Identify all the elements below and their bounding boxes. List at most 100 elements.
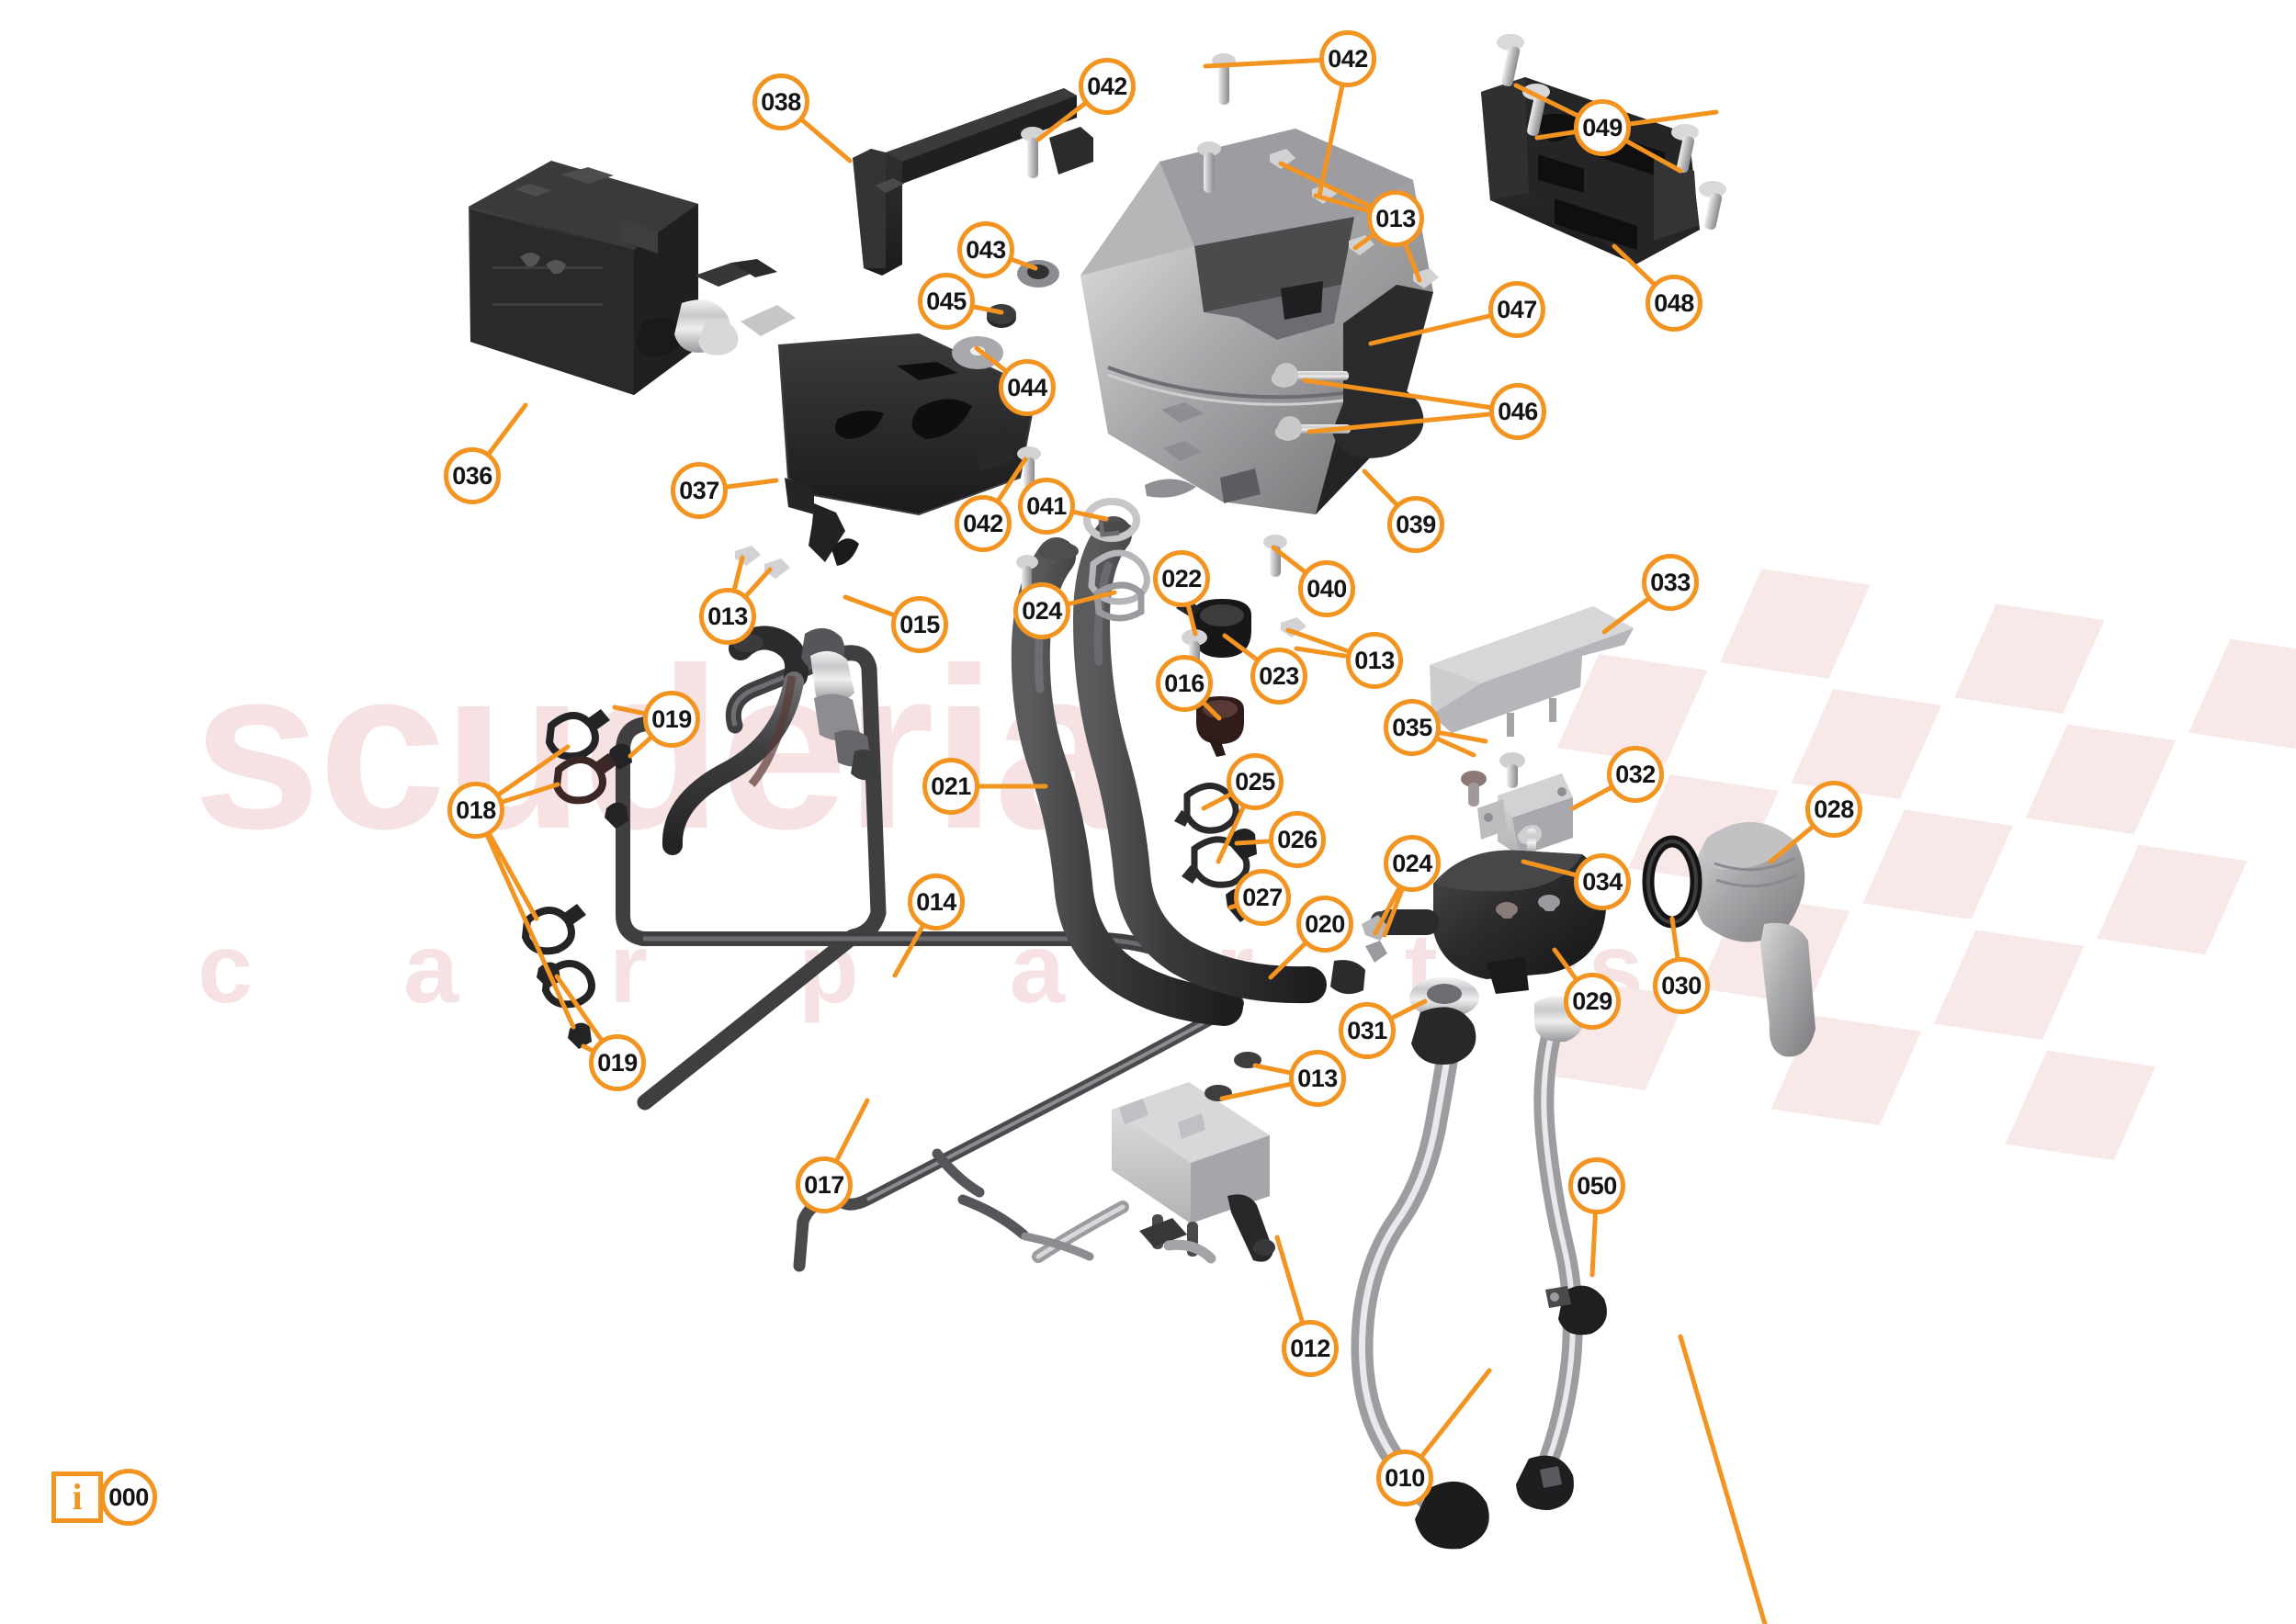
callout-047[interactable]: 047 [1488, 281, 1545, 338]
callout-label: 019 [651, 705, 692, 733]
info-icon: i [72, 1476, 83, 1517]
callout-label: 013 [1375, 204, 1416, 232]
callout-label: 015 [899, 610, 940, 638]
callout-041[interactable]: 041 [1018, 478, 1075, 535]
callout-049[interactable]: 049 [1574, 99, 1631, 156]
part-charcoal-canister [469, 161, 796, 395]
part-pipe-clamp [1545, 1285, 1607, 1336]
callout-label: 044 [1007, 373, 1047, 401]
callout-010[interactable]: 010 [1376, 1449, 1433, 1506]
callout-label: 050 [1577, 1171, 1617, 1200]
callout-024[interactable]: 024 [1013, 582, 1070, 639]
callout-label: 032 [1615, 760, 1656, 788]
callout-label: 022 [1161, 564, 1202, 592]
callout-045[interactable]: 045 [918, 273, 975, 330]
callout-031[interactable]: 031 [1339, 1002, 1396, 1059]
callout-013[interactable]: 013 [1346, 632, 1403, 689]
part-metal-fuel-pipe-left [1351, 1007, 1489, 1550]
callout-036[interactable]: 036 [444, 447, 501, 504]
callout-017[interactable]: 017 [796, 1156, 853, 1213]
callout-label: 025 [1235, 767, 1275, 795]
callout-038[interactable]: 038 [752, 73, 809, 130]
callout-label: 042 [1087, 72, 1127, 100]
info-box[interactable]: i [51, 1472, 103, 1523]
callout-label: 000 [108, 1483, 149, 1511]
callout-label: 017 [804, 1170, 844, 1199]
callout-028[interactable]: 028 [1805, 781, 1862, 838]
callout-032[interactable]: 032 [1607, 746, 1664, 803]
callout-035[interactable]: 035 [1384, 699, 1441, 756]
callout-025[interactable]: 025 [1227, 753, 1284, 810]
callout-020[interactable]: 020 [1296, 896, 1353, 953]
callout-label: 023 [1259, 661, 1299, 690]
callout-016[interactable]: 016 [1156, 655, 1213, 712]
callout-label: 016 [1164, 669, 1205, 697]
callout-label: 024 [1392, 849, 1432, 877]
callout-label: 045 [926, 287, 967, 315]
part-fuel-tank-body [1080, 129, 1433, 514]
callout-label: 031 [1347, 1016, 1387, 1044]
part-grommet-small [1196, 696, 1244, 757]
callout-label: 038 [761, 87, 801, 116]
callout-027[interactable]: 027 [1234, 869, 1291, 926]
callout-040[interactable]: 040 [1298, 560, 1355, 617]
part-protective-cover-plate [1430, 606, 1634, 737]
callout-013[interactable]: 013 [699, 588, 756, 645]
callout-013[interactable]: 013 [1289, 1050, 1346, 1107]
callout-046[interactable]: 046 [1489, 383, 1546, 440]
callout-034[interactable]: 034 [1574, 853, 1631, 910]
callout-022[interactable]: 022 [1153, 550, 1210, 607]
callout-014[interactable]: 014 [908, 874, 965, 930]
callout-042[interactable]: 042 [1079, 58, 1136, 115]
callout-026[interactable]: 026 [1269, 811, 1326, 868]
callout-048[interactable]: 048 [1646, 275, 1702, 332]
callout-019[interactable]: 019 [589, 1034, 646, 1091]
callout-label: 037 [679, 476, 719, 504]
callout-042[interactable]: 042 [955, 495, 1012, 552]
callout-024[interactable]: 024 [1384, 835, 1441, 892]
callout-019[interactable]: 019 [643, 691, 700, 748]
callout-030[interactable]: 030 [1653, 957, 1710, 1014]
part-fuel-cooler [1032, 1082, 1275, 1263]
part-metal-fuel-pipe-right [1516, 996, 1584, 1510]
callout-label: 014 [916, 887, 956, 916]
part-filler-neck-cup [1691, 821, 1815, 1057]
callout-label: 013 [707, 602, 748, 630]
callout-label: 013 [1354, 646, 1395, 674]
callout-015[interactable]: 015 [891, 596, 948, 653]
callout-012[interactable]: 012 [1282, 1320, 1339, 1377]
part-mounting-plate-bracket [777, 333, 1038, 566]
callout-018[interactable]: 018 [447, 782, 504, 839]
callout-label: 029 [1572, 987, 1612, 1015]
callout-label: 047 [1497, 295, 1537, 323]
callout-029[interactable]: 029 [1564, 973, 1621, 1030]
callout-021[interactable]: 021 [922, 758, 979, 815]
callout-label: 019 [597, 1048, 638, 1077]
callout-label: 028 [1814, 795, 1854, 823]
callout-label: 036 [452, 461, 492, 490]
callout-label: 030 [1661, 971, 1702, 999]
callout-023[interactable]: 023 [1250, 648, 1307, 705]
callout-label: 013 [1297, 1064, 1338, 1092]
callout-label: 043 [966, 235, 1006, 264]
callout-label: 026 [1277, 825, 1318, 853]
callout-000[interactable]: 000 [100, 1469, 157, 1526]
callout-label: 010 [1385, 1463, 1425, 1492]
callout-043[interactable]: 043 [957, 221, 1014, 278]
callout-013[interactable]: 013 [1367, 190, 1424, 247]
callout-033[interactable]: 033 [1642, 554, 1699, 611]
callout-042[interactable]: 042 [1319, 30, 1376, 87]
part-sealing-ring [1642, 835, 1702, 929]
callout-039[interactable]: 039 [1387, 496, 1444, 553]
callout-label: 048 [1654, 288, 1694, 317]
callout-label: 034 [1582, 867, 1623, 896]
callout-label: 033 [1650, 568, 1691, 596]
callout-050[interactable]: 050 [1568, 1157, 1625, 1214]
callout-044[interactable]: 044 [999, 359, 1056, 416]
callout-037[interactable]: 037 [671, 462, 728, 519]
callout-label: 021 [931, 772, 971, 800]
callout-label: 027 [1242, 883, 1283, 911]
callout-label: 041 [1026, 491, 1067, 520]
part-upper-support-bracket [853, 88, 1093, 276]
